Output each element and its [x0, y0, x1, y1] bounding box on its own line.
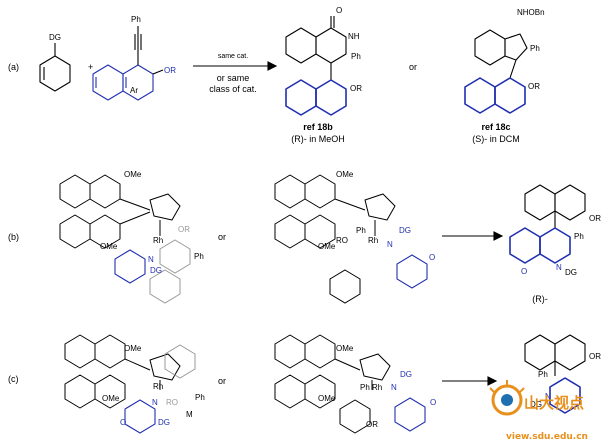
benzene-dg-structure	[39, 43, 71, 92]
or-word-a: or	[409, 62, 418, 72]
c-cat1-dg: DG	[158, 418, 170, 427]
c-cat2-ome-bottom: OMe	[318, 394, 336, 403]
arrow-b	[442, 231, 504, 241]
b-cat2-ome-bottom: OMe	[318, 242, 336, 251]
product-isoquinolinone-structure	[285, 16, 347, 80]
panel-c-label: (c)	[8, 374, 19, 384]
b-cat2-rh: Rh	[368, 236, 379, 245]
product2-condition: (S)- in DCM	[472, 134, 520, 144]
catalyst-c2-structure	[274, 334, 391, 434]
product2-ph: Ph	[530, 44, 540, 53]
b-cat2-n: N	[387, 240, 393, 249]
b-product-ph: Ph	[574, 232, 584, 241]
b-cat2-ro: RO	[336, 236, 348, 245]
plus-sign: +	[88, 62, 94, 72]
c-cat1-ome-bottom: OMe	[102, 394, 120, 403]
product2-or: OR	[528, 82, 540, 91]
b-cat1-rh: Rh	[153, 236, 164, 245]
panel-a-label: (a)	[8, 62, 19, 72]
c-cat2-ome-top: OMe	[336, 344, 354, 353]
alkyne-ph-label: Ph	[131, 15, 141, 24]
c-product-n: N	[545, 392, 551, 401]
c-cat1-m: M	[186, 410, 193, 419]
catalyst-b1-structure	[59, 174, 181, 249]
product2-ref: ref 18c	[481, 122, 511, 132]
b-product-o: O	[521, 267, 528, 276]
c-cat1-ome-top: OMe	[124, 344, 142, 353]
arrow-bottom-text-1: or same	[216, 73, 250, 83]
watermark-url: view.sdu.edu.cn	[506, 432, 588, 442]
c-cat2-n: N	[391, 383, 397, 392]
dg-label: DG	[49, 33, 61, 42]
watermark-logo-icon	[489, 380, 525, 416]
b-product-config: (R)-	[532, 294, 548, 304]
arrow-c	[442, 376, 498, 386]
c-cat2-o: O	[430, 398, 437, 407]
c-cat1-ro: RO	[166, 398, 178, 407]
alkyne-or-label: OR	[164, 66, 176, 75]
b-cat1-ph: Ph	[194, 252, 204, 261]
c-cat1-rh: Rh	[153, 382, 164, 391]
b-cat1-ome-bottom: OMe	[100, 242, 118, 251]
arrow-bottom-text-2: class of cat.	[209, 84, 257, 94]
product2-nhobn: NHOBn	[517, 8, 545, 17]
c-cat2-ph: Ph	[360, 383, 370, 392]
arrow-top-text: same cat.	[217, 53, 249, 60]
product-indene-structure	[474, 29, 528, 79]
c-product-ph: Ph	[538, 370, 548, 379]
product1-o: O	[336, 6, 343, 15]
catalyst-c1-structure	[64, 334, 181, 409]
c-product-or: OR	[589, 352, 601, 361]
b-cat2-ome-top: OMe	[336, 170, 354, 179]
product1-condition: (R)- in MeOH	[291, 134, 345, 144]
product-b-structure	[524, 184, 586, 228]
b-cat2-ph: Ph	[356, 226, 366, 235]
c-cat2-dg: DG	[400, 370, 412, 379]
b-cat1-dg: DG	[150, 266, 162, 275]
product1-ph: Ph	[351, 52, 361, 61]
b-cat2-o: O	[429, 253, 436, 262]
product-c-structure	[524, 334, 586, 376]
naphthyl-alkyne-structure	[92, 64, 154, 101]
ar-label: Ar	[130, 86, 138, 95]
c-cat2-or: OR	[366, 420, 378, 429]
c-cat2-rh: Rh	[372, 383, 383, 392]
b-cat2-dg: DG	[399, 226, 411, 235]
panel-b-label: (b)	[8, 232, 19, 242]
c-cat1-n: N	[152, 398, 158, 407]
product1-ref: ref 18b	[303, 122, 333, 132]
b-cat1-n: N	[148, 255, 154, 264]
b-product-n: N	[556, 263, 562, 272]
product1-or: OR	[350, 84, 362, 93]
product1-nh: NH	[348, 32, 360, 41]
or-word-b: or	[218, 232, 227, 242]
arrow-a	[193, 61, 278, 71]
catalyst-b2-structure	[274, 174, 396, 249]
watermark-text: 山大视点	[524, 394, 585, 412]
b-cat1-or: OR	[178, 225, 190, 234]
c-product-dg: DG	[530, 400, 542, 409]
or-word-c: or	[218, 376, 227, 386]
b-cat1-ome-top: OMe	[124, 170, 142, 179]
c-cat1-o: O	[120, 418, 127, 427]
b-product-or: OR	[589, 214, 601, 223]
c-cat1-ph: Ph	[195, 393, 205, 402]
b-product-dg: DG	[565, 268, 577, 277]
